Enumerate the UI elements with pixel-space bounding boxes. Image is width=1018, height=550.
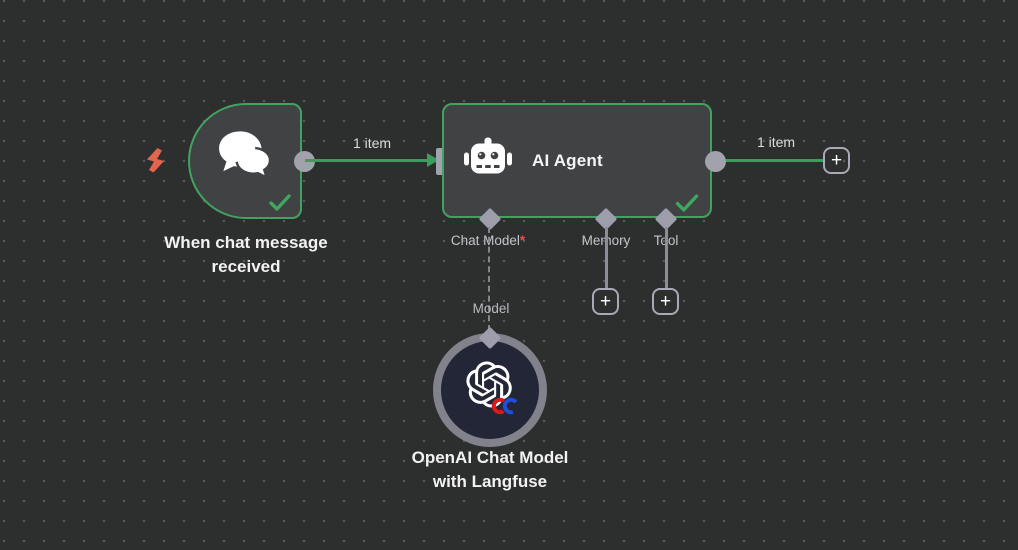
chat-trigger-node[interactable] bbox=[188, 103, 302, 219]
ai-agent-title: AI Agent bbox=[532, 150, 603, 170]
trigger-output-connector[interactable] bbox=[294, 151, 315, 172]
add-tool-button[interactable]: + bbox=[652, 288, 679, 315]
openai-model-node[interactable] bbox=[433, 333, 547, 447]
model-connection-label: Model bbox=[472, 301, 510, 316]
chat-bubbles-icon bbox=[215, 129, 275, 184]
robot-icon bbox=[464, 137, 512, 184]
langfuse-logo-icon bbox=[490, 395, 522, 422]
connection-items-label: 1 item bbox=[756, 134, 796, 150]
connection-items-label: 1 item bbox=[352, 135, 392, 151]
agent-output-connector[interactable] bbox=[705, 151, 726, 172]
model-label-line1: OpenAI Chat Model bbox=[411, 448, 569, 467]
add-memory-button[interactable]: + bbox=[592, 288, 619, 315]
model-connection-line[interactable] bbox=[488, 227, 490, 331]
model-label-line2: with Langfuse bbox=[432, 472, 548, 491]
memory-connector-line[interactable] bbox=[605, 227, 608, 289]
connection-agent-output[interactable] bbox=[726, 159, 824, 162]
connection-trigger-to-agent[interactable] bbox=[305, 159, 429, 162]
ai-agent-node[interactable]: AI Agent bbox=[442, 103, 712, 218]
model-node-label: OpenAI Chat Model with Langfuse bbox=[370, 446, 610, 494]
openai-logo-icon bbox=[466, 361, 512, 412]
trigger-bolt-icon bbox=[144, 147, 168, 179]
add-node-button[interactable]: + bbox=[823, 147, 850, 174]
trigger-node-label: When chat message received bbox=[164, 233, 328, 276]
agent-input-connector[interactable] bbox=[436, 148, 447, 175]
required-marker: * bbox=[519, 233, 526, 248]
chat-model-port-label: Chat Model* bbox=[451, 233, 525, 248]
success-check-icon bbox=[675, 194, 699, 217]
tool-connector-line[interactable] bbox=[665, 227, 668, 289]
port-label-text: Chat Model bbox=[450, 233, 520, 248]
success-check-icon bbox=[269, 194, 291, 216]
